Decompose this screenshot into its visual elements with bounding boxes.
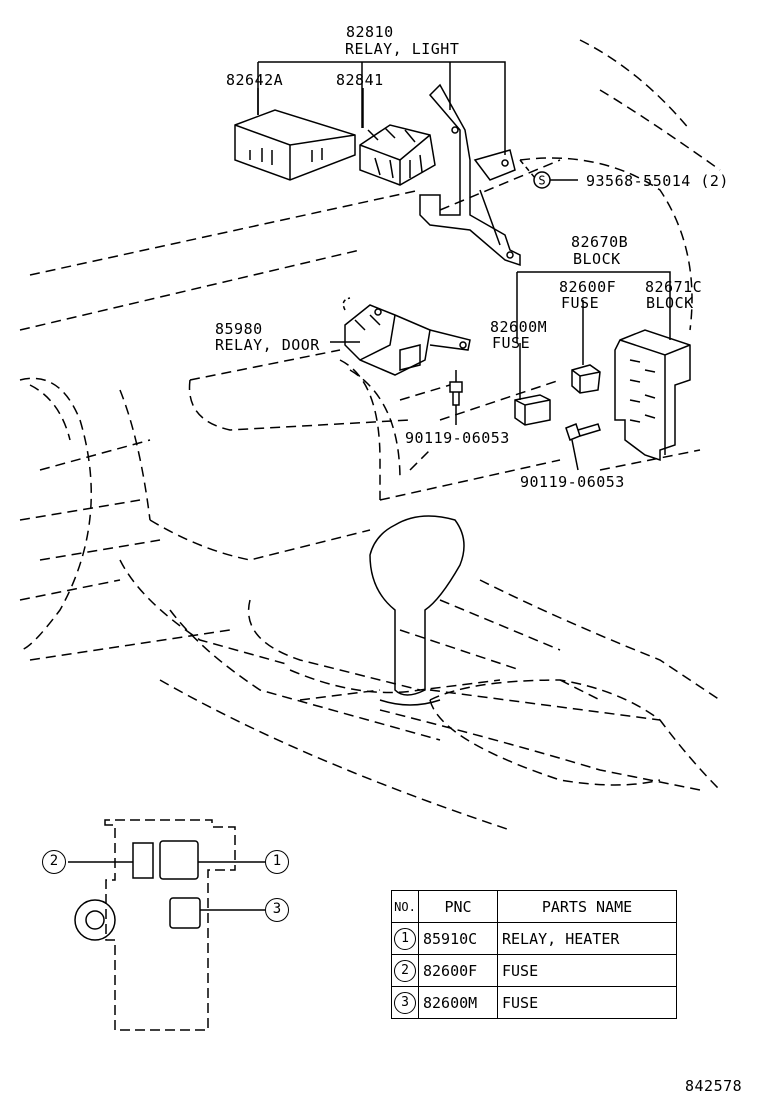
junction-block <box>516 271 691 462</box>
leader-lines-top <box>257 61 578 181</box>
screw-symbol: S <box>538 174 545 188</box>
callout-fuse-f-pnc: 82600F <box>559 278 617 296</box>
callout-screw-pnc: 93568-55014 (2) <box>586 172 729 190</box>
bolt-left <box>449 370 463 425</box>
header-pnc: PNC <box>418 890 498 923</box>
relay-bracket <box>419 83 521 267</box>
table-row: 3 82600M FUSE <box>391 986 677 1019</box>
row-name: FUSE <box>497 986 677 1019</box>
row-no-cell: 1 <box>391 922 419 955</box>
relay-82841 <box>359 124 436 186</box>
header-no: NO. <box>391 890 419 923</box>
row-name: FUSE <box>497 954 677 987</box>
callout-block-c-pnc: 82671C <box>645 278 703 296</box>
callout-bolt-right: 90119-06053 <box>520 473 625 491</box>
fuse-82600F <box>571 300 601 394</box>
callout-fuse-f-name: FUSE <box>561 294 600 312</box>
inset-panel <box>68 819 265 1031</box>
dashboard-outline <box>19 39 721 831</box>
shift-knob <box>369 515 465 706</box>
header-parts-name: PARTS NAME <box>497 890 677 923</box>
inset-marker-2: 2 <box>42 850 66 874</box>
row-pnc: 85910C <box>418 922 498 955</box>
callout-relay-light-pnc: 82810 <box>346 23 394 41</box>
callout-block-c-name: BLOCK <box>646 294 694 312</box>
callout-relay-light-name: RELAY, LIGHT <box>345 40 460 58</box>
table-row: 1 85910C RELAY, HEATER <box>391 922 677 955</box>
inset-marker-3: 3 <box>265 898 289 922</box>
row-no-marker: 2 <box>394 959 416 982</box>
callout-block-b-pnc: 82670B <box>571 233 629 251</box>
row-no-cell: 2 <box>391 954 419 987</box>
bolt-right <box>565 423 601 471</box>
row-pnc: 82600M <box>418 986 498 1019</box>
callout-block-b-name: BLOCK <box>573 250 621 268</box>
callout-82642a: 82642A <box>226 71 284 89</box>
callout-relay-door-name: RELAY, DOOR <box>215 336 320 354</box>
screw-symbol-circle <box>533 171 551 189</box>
parts-table-header-row: NO. PNC PARTS NAME <box>391 890 677 923</box>
diagram-number: 842578 <box>685 1077 743 1095</box>
table-row: 2 82600F FUSE <box>391 954 677 987</box>
row-pnc: 82600F <box>418 954 498 987</box>
row-no-marker: 1 <box>394 927 416 950</box>
callout-fuse-m-pnc: 82600M <box>490 318 548 336</box>
callout-bolt-left: 90119-06053 <box>405 429 510 447</box>
row-no-cell: 3 <box>391 986 419 1019</box>
callout-82841: 82841 <box>336 71 384 89</box>
inset-marker-1: 1 <box>265 850 289 874</box>
fuse-82600M <box>514 343 551 426</box>
row-no-marker: 3 <box>394 991 416 1014</box>
relay-door-module <box>330 297 471 376</box>
row-name: RELAY, HEATER <box>497 922 677 955</box>
relay-light-module <box>234 109 356 181</box>
callout-relay-door-pnc: 85980 <box>215 320 263 338</box>
callout-fuse-m-name: FUSE <box>492 334 531 352</box>
parts-table: NO. PNC PARTS NAME 1 85910C RELAY, HEATE… <box>391 890 677 1019</box>
